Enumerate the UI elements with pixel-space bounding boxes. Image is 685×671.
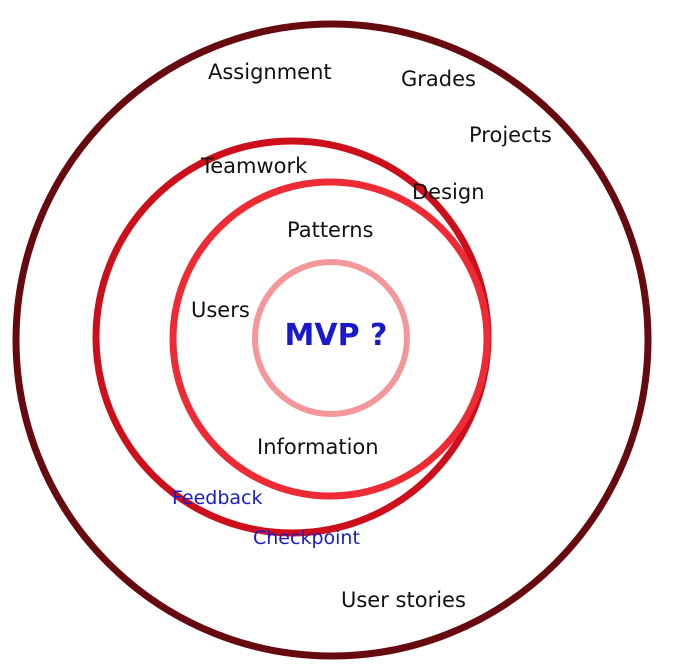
label-feedback: Feedback [172, 487, 262, 509]
label-information: Information [257, 435, 379, 459]
center-label: MVP ? [285, 318, 388, 353]
label-checkpoint: Checkpoint [253, 527, 360, 549]
label-user-stories: User stories [341, 588, 466, 612]
label-assignment: Assignment [208, 60, 332, 84]
label-grades: Grades [401, 67, 476, 91]
outer-ring [12, 20, 652, 660]
label-users: Users [191, 298, 250, 322]
inner-ring [252, 259, 410, 417]
label-patterns: Patterns [287, 218, 374, 242]
third-ring [169, 178, 491, 500]
label-teamwork: Teamwork [200, 154, 308, 178]
label-projects: Projects [469, 123, 552, 147]
label-design: Design [412, 180, 485, 204]
